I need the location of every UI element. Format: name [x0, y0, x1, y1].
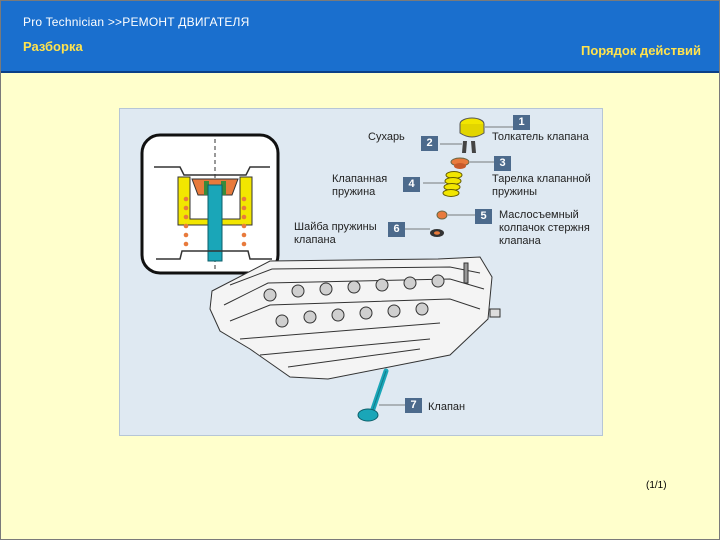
engine-diagram: 1 2 3 4 5 6 7 Толкатель клапана Сухарь Т… — [119, 108, 603, 436]
cylinder-head-block — [209, 256, 501, 380]
valve-lifter-part — [459, 117, 485, 138]
leader-lines — [379, 126, 513, 406]
header-bar: Pro Technician >>РЕМОНТ ДВИГАТЕЛЯ Разбор… — [1, 1, 719, 73]
part-label-2: Сухарь — [368, 131, 405, 143]
valve-spring-part — [442, 171, 463, 197]
part-label-5: Маслосъемный колпачок стержня клапана — [499, 209, 590, 247]
spring-retainer-part — [450, 157, 470, 169]
part-label-7: Клапан — [428, 401, 466, 413]
breadcrumb-title: Pro Technician >>РЕМОНТ ДВИГАТЕЛЯ — [23, 15, 250, 29]
part-number-5: 5 — [475, 209, 492, 224]
part-number-4: 4 — [403, 177, 420, 192]
stem-seal-part — [436, 210, 448, 220]
valve-part — [357, 368, 389, 422]
part-label-6: Шайба пружины клапана — [294, 221, 377, 246]
part-number-2: 2 — [421, 136, 438, 151]
part-number-1: 1 — [513, 115, 530, 130]
part-label-1: Толкатель клапана — [492, 131, 589, 143]
section-title: Разборка — [23, 39, 83, 54]
procedure-link[interactable]: Порядок действий — [581, 43, 701, 58]
part-label-3: Тарелка клапанной пружины — [492, 173, 591, 198]
page-indicator: (1/1) — [646, 480, 667, 491]
part-number-7: 7 — [405, 398, 422, 413]
cross-section-inset — [140, 133, 280, 275]
valve-keeper-part — [462, 141, 476, 153]
part-label-4: Клапанная пружина — [332, 173, 388, 198]
part-number-6: 6 — [388, 222, 405, 237]
part-number-3: 3 — [494, 156, 511, 171]
spring-seat-part — [430, 229, 444, 237]
cylinder-head-illustration — [140, 117, 513, 422]
